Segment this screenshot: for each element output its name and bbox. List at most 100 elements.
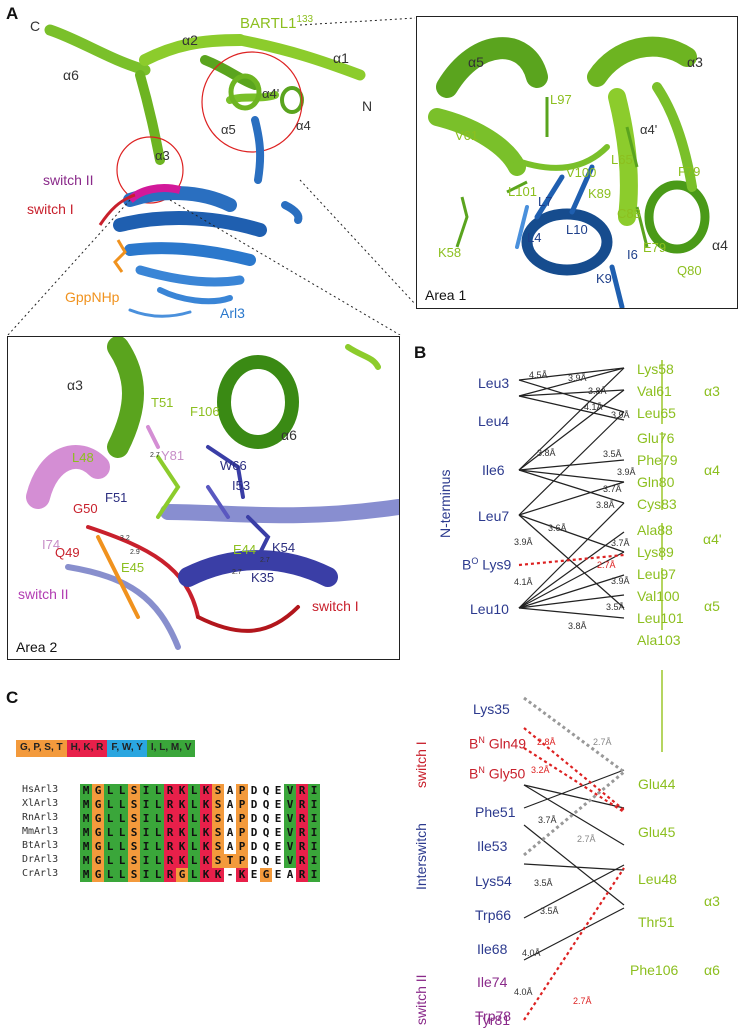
residue-cell: K	[176, 826, 188, 840]
species-name: XlArl3	[22, 798, 59, 809]
residue-cell: A	[224, 840, 236, 854]
residue-cell: K	[212, 868, 224, 882]
b-lys9-prefix: B	[462, 556, 472, 573]
panel-a-structure	[7, 17, 415, 335]
residue-cell: L	[152, 798, 164, 812]
panel-letter-b: B	[414, 343, 427, 362]
residue-cell: L	[152, 812, 164, 826]
helix-a6: α6	[63, 67, 79, 83]
residue-cell: R	[296, 854, 308, 868]
residue-cell: T	[224, 854, 236, 868]
residue-cell: M	[80, 854, 92, 868]
residue-cell: D	[248, 854, 260, 868]
residue-cell: E	[272, 812, 284, 826]
residue-cell: S	[212, 812, 224, 826]
b-gly50: BN Gly50	[469, 765, 525, 782]
residue-cell: L	[188, 868, 200, 882]
residue-cell: Q	[260, 854, 272, 868]
b-db-1: 2.8Å	[537, 737, 556, 747]
area-1-box: Area 1	[416, 16, 738, 309]
residue-cell: L	[152, 854, 164, 868]
residue-cell: I	[140, 826, 152, 840]
b-ile68: Ile68	[477, 941, 508, 957]
residue-cell: L	[152, 840, 164, 854]
area1-l65: L65	[611, 152, 633, 167]
residue-cell: R	[164, 854, 176, 868]
residue-cell: G	[92, 840, 104, 854]
legend-hkr: H, K, R	[66, 740, 108, 757]
residue-cell: R	[296, 826, 308, 840]
area2-dist-1: 2.7	[150, 452, 160, 459]
residue-cell: L	[104, 784, 116, 798]
b-leu10: Leu10	[470, 601, 509, 617]
panel-c-legend: G, P, S, T H, K, R F, W, Y I, L, M, V	[16, 740, 196, 757]
residue-cell: P	[236, 826, 248, 840]
b-dt-11: 3.7Å	[611, 538, 630, 548]
area-1-label: Area 1	[425, 287, 467, 303]
b-db-9: 2.7Å	[573, 996, 592, 1006]
residue-cell: K	[200, 868, 212, 882]
b-lys54: Lys54	[475, 873, 512, 889]
residue-cell: S	[128, 798, 140, 812]
residue-cell: K	[176, 840, 188, 854]
area1-l97: L97	[550, 92, 572, 107]
residue-cell: V	[284, 840, 296, 854]
residue-cell: Q	[260, 784, 272, 798]
area2-i53: I53	[232, 478, 251, 493]
b-db-6: 3.5Å	[540, 906, 559, 916]
b-leu4: Leu4	[478, 413, 510, 429]
b-lys9-sup: O	[471, 556, 479, 566]
residue-cell: E	[248, 868, 260, 882]
area1-v100: V100	[566, 165, 597, 180]
residue-cell: G	[92, 868, 104, 882]
residue-cell: Q	[260, 798, 272, 812]
b-side-interswitch: Interswitch	[413, 823, 429, 890]
b-dt-15: 3.9Å	[611, 576, 630, 586]
residue-cell: G	[92, 826, 104, 840]
residue-cell: R	[296, 868, 308, 882]
b-bgroup-a3: α3	[704, 893, 720, 909]
species-name: CrArl3	[22, 868, 59, 879]
residue-cell: L	[116, 854, 128, 868]
b-gln80: Gln80	[637, 474, 675, 490]
residue-cell: Q	[260, 812, 272, 826]
b-cys83: Cys83	[637, 496, 677, 512]
residue-cell: L	[116, 826, 128, 840]
b-gln49: BN Gln49	[469, 735, 526, 752]
residue-cell: L	[188, 840, 200, 854]
residue-cell: L	[104, 868, 116, 882]
b-dt-7: 3.9Å	[617, 467, 636, 477]
residue-cell: S	[128, 840, 140, 854]
helix-a2: α2	[182, 32, 198, 48]
residue-cell: I	[308, 868, 320, 882]
area2-f106: F106	[190, 404, 220, 419]
b-trp78: Trp78	[475, 1008, 512, 1024]
residue-cell: I	[308, 812, 320, 826]
residue-cell: S	[128, 812, 140, 826]
residue-cell: E	[272, 826, 284, 840]
b-dt-8: 3.7Å	[603, 484, 622, 494]
residue-cell: M	[80, 784, 92, 798]
residue-cell: V	[284, 812, 296, 826]
b-lys35: Lys35	[473, 701, 510, 717]
residue-cell: R	[164, 784, 176, 798]
residue-cell: K	[200, 826, 212, 840]
area-2-box: Area 2	[7, 336, 400, 660]
area2-k54: K54	[272, 540, 296, 555]
area2-t51: T51	[151, 395, 174, 410]
gppnhp-label: GppNHp	[65, 289, 120, 305]
b-side-switch-ii: switch II	[413, 974, 429, 1025]
area2-switch-ii: switch II	[18, 586, 69, 602]
residue-cell: S	[128, 854, 140, 868]
residue-cell: M	[80, 868, 92, 882]
residue-cell: L	[152, 868, 164, 882]
residue-cell: L	[188, 784, 200, 798]
residue-cell: E	[272, 840, 284, 854]
residue-cell: M	[80, 826, 92, 840]
b-db-5: 3.5Å	[534, 878, 553, 888]
legend-gpst: G, P, S, T	[16, 740, 67, 757]
b-leu101: Leu101	[637, 610, 684, 626]
b-glu45: Glu45	[638, 824, 676, 840]
